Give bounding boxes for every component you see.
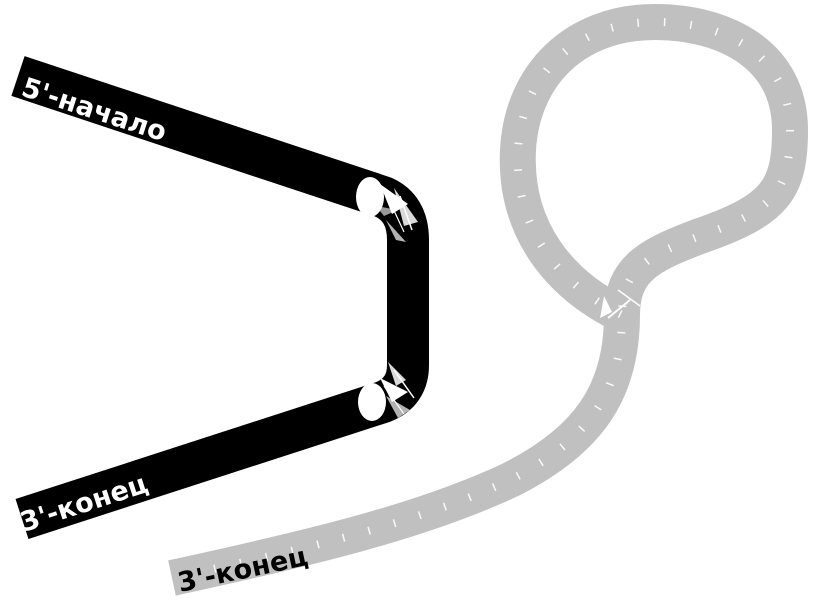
dark-upper-bend-shading xyxy=(356,177,418,242)
light-loop-crossing xyxy=(600,289,641,319)
light-strand-ribbon xyxy=(168,4,808,596)
dark-lower-bend-shading xyxy=(358,362,415,421)
dark-strand-ribbon xyxy=(11,56,429,539)
dark-strand xyxy=(11,56,429,539)
light-strand xyxy=(168,4,808,596)
